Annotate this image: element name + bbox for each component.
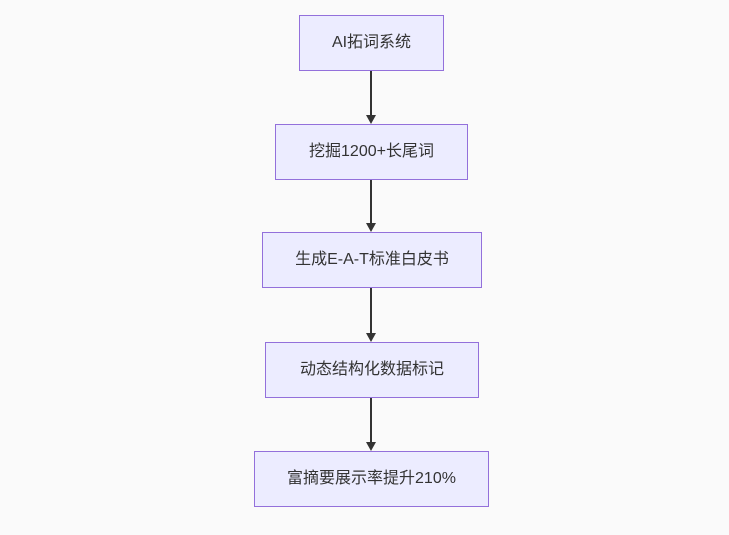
flow-node-label: 挖掘1200+长尾词: [309, 143, 434, 161]
flow-node-structured-data-markup: 动态结构化数据标记: [265, 342, 479, 398]
flow-arrow-down-2: [366, 180, 376, 232]
flow-node-eat-whitepaper: 生成E-A-T标准白皮书: [262, 232, 482, 288]
flow-node-label: 富摘要展示率提升210%: [287, 470, 456, 488]
flow-arrow-down-1: [366, 71, 376, 124]
flow-arrow-down-4: [366, 398, 376, 451]
flow-node-rich-snippet-result: 富摘要展示率提升210%: [254, 451, 489, 507]
flow-node-label: AI拓词系统: [331, 34, 412, 52]
flow-arrow-down-3: [366, 288, 376, 342]
flow-node-ai-keyword-system: AI拓词系统: [299, 15, 444, 71]
flow-node-label: 生成E-A-T标准白皮书: [295, 251, 449, 269]
flow-node-longtail-mining: 挖掘1200+长尾词: [275, 124, 468, 180]
flow-node-label: 动态结构化数据标记: [299, 361, 444, 379]
